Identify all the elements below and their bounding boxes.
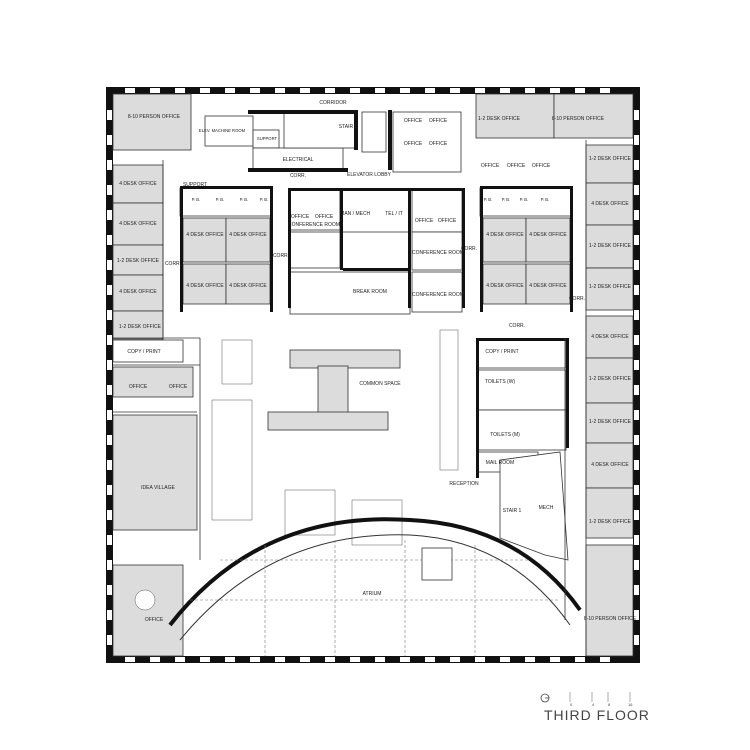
label-1-2-desk-top: 1-2 DESK OFFICE xyxy=(478,116,521,122)
label-1-2-desk-r5: 1-2 DESK OFFICE xyxy=(589,419,632,425)
scale-tick-8: 8 xyxy=(608,702,611,707)
scale-bar xyxy=(540,692,631,703)
label-corr-mid-left: CORR. xyxy=(273,253,289,259)
label-1-2-desk-r3: 1-2 DESK OFFICE xyxy=(589,284,632,290)
label-1-2-desk-r1: 1-2 DESK OFFICE xyxy=(589,156,632,162)
label-pb-4: P. B. xyxy=(260,197,269,202)
label-pb-8: P. B. xyxy=(541,197,550,202)
label-mech: MECH xyxy=(539,505,554,511)
label-office-n: OFFICE xyxy=(145,617,164,623)
label-office-i: OFFICE xyxy=(315,214,334,220)
label-support-left: SUPPORT xyxy=(183,182,207,188)
label-elev-machine: ELEV. MACHINE ROOM xyxy=(199,128,246,133)
room-labels: CORRIDOR 8-10 PERSON OFFICE ELEV. MACHIN… xyxy=(117,100,637,623)
label-4-desk-c1: 4 DESK OFFICE xyxy=(186,232,224,238)
label-1-2-desk-l3: 1-2 DESK OFFICE xyxy=(117,258,160,264)
label-office-e: OFFICE xyxy=(481,163,500,169)
label-corridor: CORRIDOR xyxy=(319,100,347,106)
service-core xyxy=(476,338,569,561)
label-stair2: STAIR 2 xyxy=(339,124,358,130)
label-4-desk-l1: 4 DESK OFFICE xyxy=(119,181,157,187)
exterior-walls xyxy=(106,87,640,663)
atrium-edge xyxy=(168,517,582,656)
label-pb-2: P. B. xyxy=(216,197,225,202)
label-corr-bottom: CORR. xyxy=(509,323,525,329)
label-electrical: ELECTRICAL xyxy=(283,157,314,163)
label-4-desk-c4: 4 DESK OFFICE xyxy=(229,283,267,289)
label-4-desk-r1: 4 DESK OFFICE xyxy=(486,232,524,238)
label-office-8-10-right: 8-10 PERSON OFFICE xyxy=(552,116,605,122)
label-pb-7: P. B. xyxy=(520,197,529,202)
label-common-space: COMMON SPACE xyxy=(359,381,401,387)
left-desk-block xyxy=(179,186,273,312)
label-conference-right-1: CONFERENCE ROOM xyxy=(412,250,464,256)
label-4-desk-r5: 4 DESK OFFICE xyxy=(591,201,629,207)
label-conference-left: CONFERENCE ROOM xyxy=(288,222,340,228)
label-copy-print-left: COPY / PRINT xyxy=(127,349,160,355)
label-toilets-w: TOILETS (W) xyxy=(485,379,516,385)
core-center xyxy=(288,188,465,315)
label-office-k: OFFICE xyxy=(438,218,457,224)
label-office-b: OFFICE xyxy=(429,118,448,124)
label-office-m: OFFICE xyxy=(169,384,188,390)
label-office-f: OFFICE xyxy=(507,163,526,169)
label-1-2-desk-r4: 1-2 DESK OFFICE xyxy=(589,376,632,382)
label-1-2-desk-r6: 1-2 DESK OFFICE xyxy=(589,519,632,525)
scale-tick-16: 16 xyxy=(628,702,633,707)
scale-tick-0: 0 xyxy=(570,702,573,707)
label-office-j: OFFICE xyxy=(415,218,434,224)
core-top xyxy=(204,110,462,173)
label-corr-right: CORR. xyxy=(569,296,585,302)
label-4-desk-r7: 4 DESK OFFICE xyxy=(591,462,629,468)
label-atrium: ATRIUM xyxy=(363,591,382,597)
label-pb-1: P. B. xyxy=(192,197,201,202)
floor-title: THIRD FLOOR xyxy=(544,707,650,723)
label-elevator-lobby: ELEVATOR LOBBY xyxy=(347,172,392,178)
label-idea-village: IDEA VILLAGE xyxy=(141,485,175,491)
label-1-2-desk-r2: 1-2 DESK OFFICE xyxy=(589,243,632,249)
label-mail-room: MAIL ROOM xyxy=(486,460,514,466)
label-4-desk-l2: 4 DESK OFFICE xyxy=(119,221,157,227)
label-pb-6: P. B. xyxy=(502,197,511,202)
label-4-desk-c3: 4 DESK OFFICE xyxy=(186,283,224,289)
label-office-l: OFFICE xyxy=(129,384,148,390)
label-support-top: SUPPORT xyxy=(257,136,278,141)
label-office-8-10-bottom: 8-10 PERSON OFFICE xyxy=(584,616,637,622)
label-tel-it: TEL / IT xyxy=(385,211,403,217)
label-office-c: OFFICE xyxy=(404,141,423,147)
label-office-g: OFFICE xyxy=(532,163,551,169)
label-4-desk-r2: 4 DESK OFFICE xyxy=(529,232,567,238)
label-copy-print-right: COPY / PRINT xyxy=(485,349,518,355)
label-4-desk-c2: 4 DESK OFFICE xyxy=(229,232,267,238)
label-office-d: OFFICE xyxy=(429,141,448,147)
label-conference-right-2: CONFERENCE ROOM xyxy=(412,292,464,298)
label-corr-top: CORR. xyxy=(290,173,306,179)
label-4-desk-r4: 4 DESK OFFICE xyxy=(529,283,567,289)
left-offices xyxy=(112,93,198,657)
label-office-8-10-left: 8-10 PERSON OFFICE xyxy=(128,114,181,120)
right-desk-block xyxy=(479,186,573,312)
label-4-desk-r3: 4 DESK OFFICE xyxy=(486,283,524,289)
label-reception: RECEPTION xyxy=(449,481,479,487)
label-break-room: BREAK ROOM xyxy=(353,289,387,295)
partitions xyxy=(113,140,587,656)
label-toilets-m: TOILETS (M) xyxy=(490,432,520,438)
label-4-desk-r6: 4 DESK OFFICE xyxy=(591,334,629,340)
label-corr-mid-right: CORR. xyxy=(461,246,477,252)
label-pb-3: P. B. xyxy=(240,197,249,202)
scale-tick-4: 4 xyxy=(592,702,595,707)
label-4-desk-l4: 4 DESK OFFICE xyxy=(119,289,157,295)
label-stair1: STAIR 1 xyxy=(503,508,522,514)
label-jan-mech: JAN / MECH xyxy=(342,211,371,217)
label-1-2-desk-l5: 1-2 DESK OFFICE xyxy=(119,324,162,330)
label-corr-left: CORR. xyxy=(165,261,181,267)
label-office-h: OFFICE xyxy=(291,214,310,220)
label-office-a: OFFICE xyxy=(404,118,423,124)
label-pb-5: P. B. xyxy=(484,197,493,202)
